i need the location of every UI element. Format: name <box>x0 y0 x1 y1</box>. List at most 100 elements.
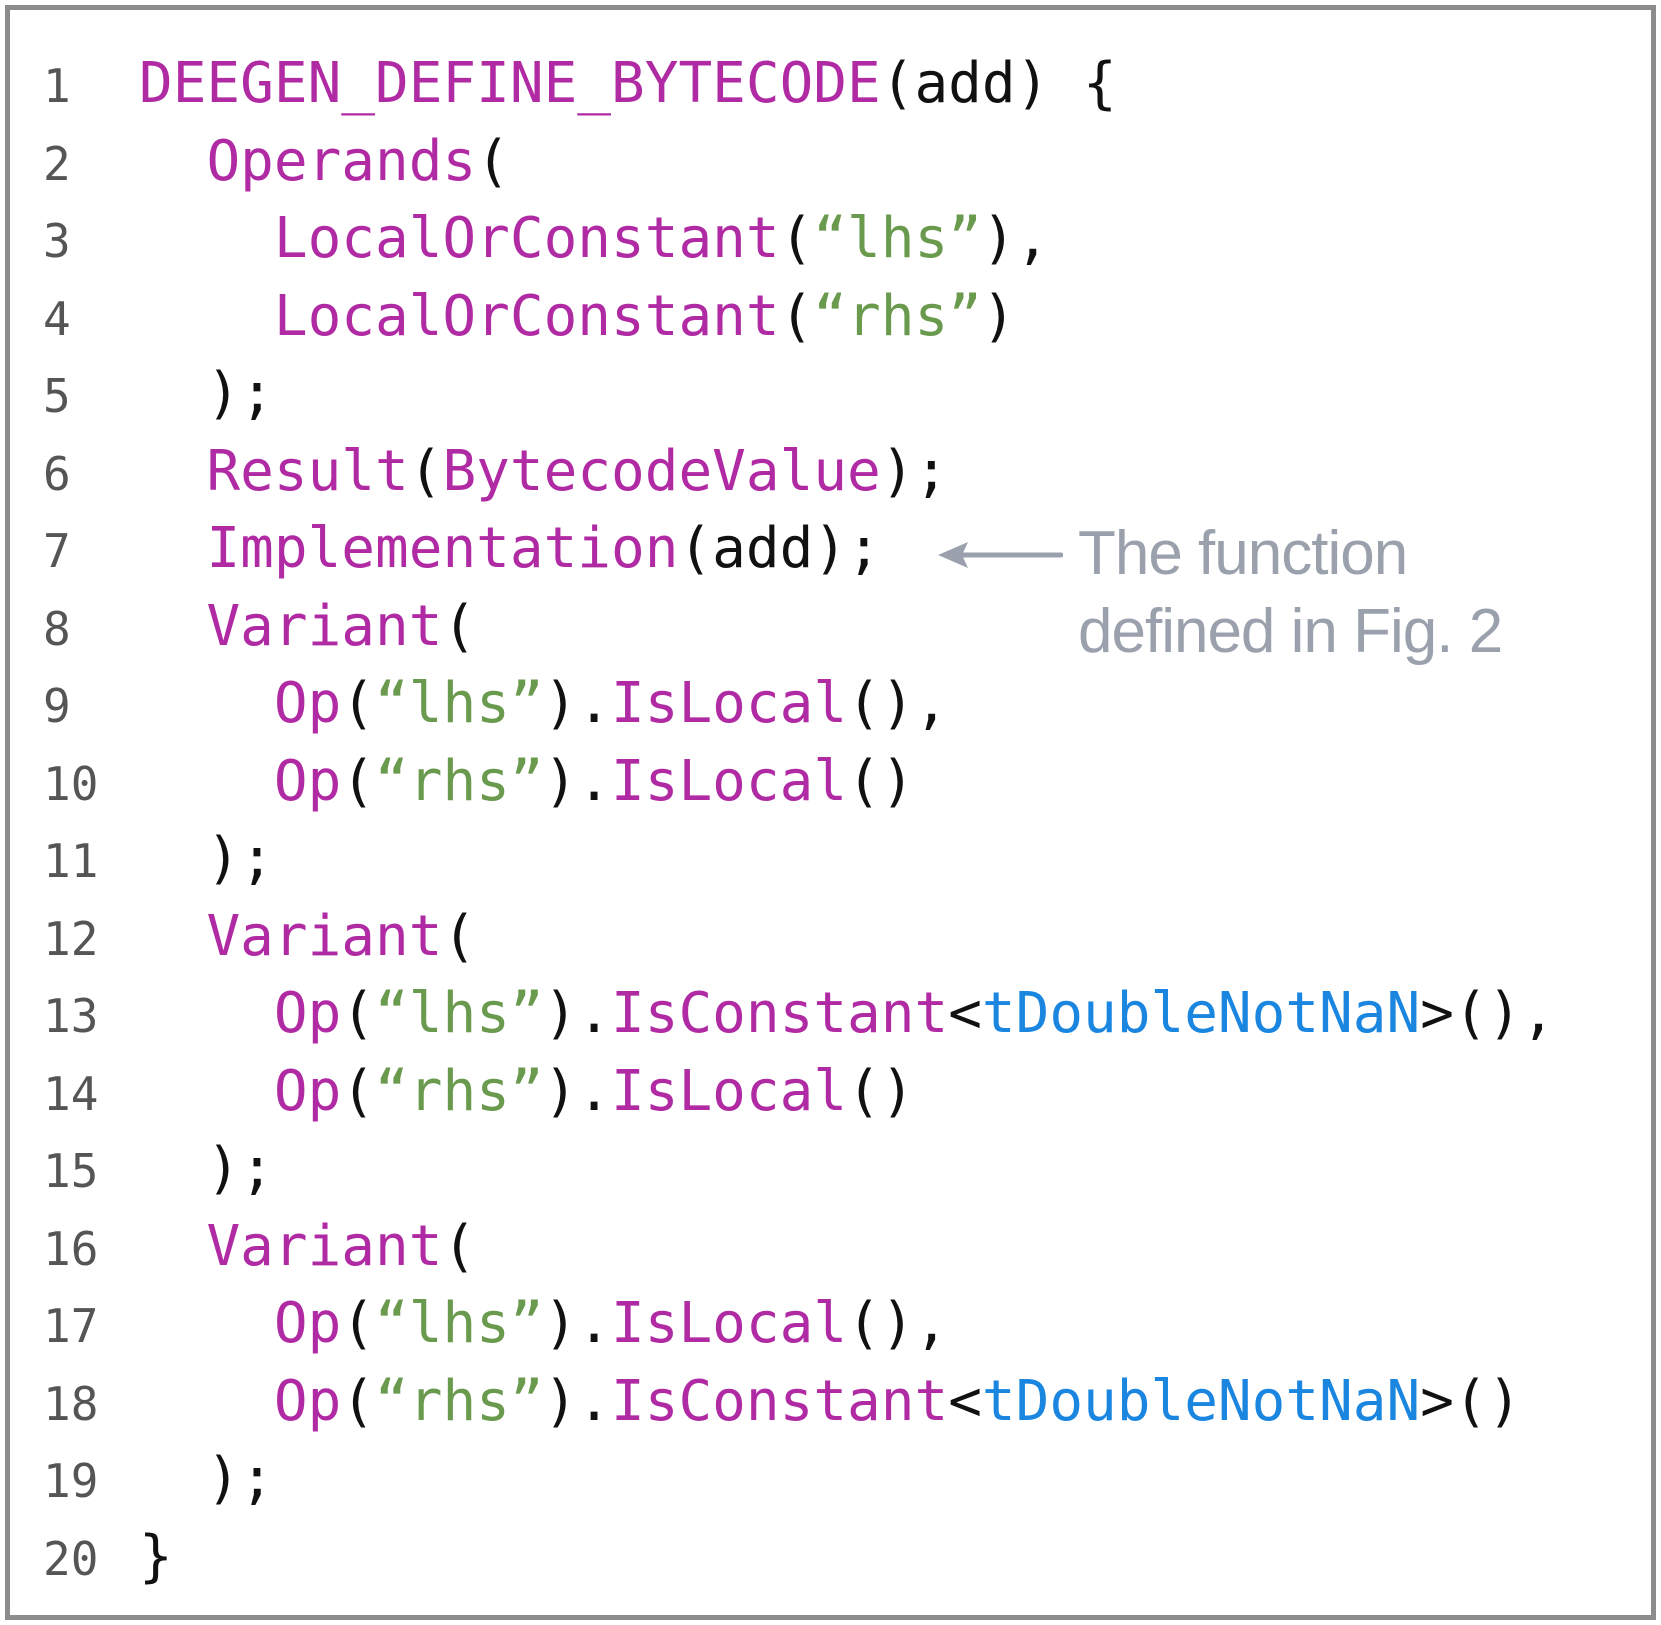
code-line: 6 Result(BytecodeValue); <box>43 433 1555 511</box>
code-token-plain: >() <box>1420 1368 1522 1434</box>
code-token-str: “rhs” <box>813 283 982 349</box>
left-arrow-icon <box>938 542 1063 568</box>
code-token-str: “lhs” <box>375 981 544 1046</box>
line-number: 13 <box>43 989 99 1043</box>
code-token-plain: ( <box>341 748 376 814</box>
code-token-plain <box>139 516 206 581</box>
line-number: 12 <box>43 911 99 966</box>
code-token-plain: ( <box>341 1058 376 1124</box>
code-token-kw: Operands <box>206 128 477 194</box>
code-token-kw: DEEGEN_DEFINE_BYTECODE <box>139 51 881 116</box>
annotation-note: The function defined in Fig. 2 <box>1078 515 1618 671</box>
line-number: 4 <box>43 291 71 346</box>
line-number: 17 <box>43 1299 99 1353</box>
line-number: 14 <box>43 1066 99 1121</box>
line-number: 9 <box>43 679 71 733</box>
code-line: 14 Op(“rhs”).IsLocal() <box>43 1053 1555 1131</box>
code-token-kw: BytecodeValue <box>442 438 881 504</box>
code-token-plain: ( <box>341 981 376 1046</box>
line-number: 3 <box>43 214 71 268</box>
line-number: 10 <box>43 756 99 811</box>
code-line: 9 Op(“lhs”).IsLocal(), <box>43 665 1555 743</box>
code-line: 2 Operands( <box>43 123 1555 201</box>
code-token-plain <box>139 129 206 194</box>
code-token-plain <box>139 904 206 969</box>
code-token-plain: () <box>847 1058 915 1124</box>
code-token-plain <box>139 439 206 504</box>
code-token-kw: Op <box>273 981 342 1046</box>
code-token-plain: ( <box>442 593 477 659</box>
code-token-str: “rhs” <box>375 1368 544 1434</box>
code-line: 4 LocalOrConstant(“rhs”) <box>43 278 1555 356</box>
code-token-kw: Implementation <box>206 516 679 581</box>
code-token-plain: ); <box>139 826 274 891</box>
code-token-str: “lhs” <box>813 206 982 271</box>
line-number: 11 <box>43 834 99 888</box>
code-token-plain <box>139 1214 206 1279</box>
code-token-plain: ( <box>442 903 477 969</box>
code-token-plain <box>139 671 274 736</box>
code-token-plain: ). <box>543 981 612 1046</box>
code-token-str: “rhs” <box>375 748 544 814</box>
code-token-kw: LocalOrConstant <box>273 206 780 271</box>
code-token-kw: IsConstant <box>611 981 949 1046</box>
line-number: 16 <box>43 1221 99 1276</box>
code-token-kw: IsLocal <box>611 671 848 736</box>
annotation-line-1: The function <box>1078 519 1408 588</box>
code-token-type: tDoubleNotNaN <box>981 1368 1421 1434</box>
code-token-plain <box>139 1369 274 1434</box>
code-token-plain <box>139 981 274 1046</box>
code-line: 5 ); <box>43 355 1555 433</box>
code-token-plain: ). <box>543 671 612 736</box>
line-number: 15 <box>43 1144 99 1198</box>
code-token-kw: IsLocal <box>611 1058 848 1124</box>
code-line: 12 Variant( <box>43 898 1555 976</box>
line-number: 20 <box>43 1531 99 1586</box>
code-token-plain: (add); <box>678 516 881 581</box>
code-token-plain: ). <box>543 1058 612 1124</box>
code-token-plain: ); <box>880 438 949 504</box>
code-line: 17 Op(“lhs”).IsLocal(), <box>43 1285 1555 1363</box>
code-token-plain: (), <box>847 671 949 736</box>
code-line: 7 Implementation(add); <box>43 510 1555 588</box>
code-token-kw: Op <box>273 748 342 814</box>
code-line: 15 ); <box>43 1130 1555 1208</box>
code-token-kw: Variant <box>206 1213 443 1279</box>
code-token-kw: Op <box>273 1058 342 1124</box>
code-token-plain: < <box>948 981 982 1046</box>
code-token-plain <box>139 206 274 271</box>
code-token-kw: Result <box>206 438 409 504</box>
line-number: 2 <box>43 136 71 191</box>
code-line: 8 Variant( <box>43 588 1555 666</box>
code-token-plain: ) <box>981 283 1016 349</box>
code-token-kw: LocalOrConstant <box>273 283 780 349</box>
code-token-plain: ( <box>779 206 814 271</box>
code-line: 3 LocalOrConstant(“lhs”), <box>43 200 1555 278</box>
code-token-plain: ( <box>442 1213 477 1279</box>
code-token-kw: Op <box>273 1291 342 1356</box>
code-token-plain: ); <box>139 361 274 426</box>
line-number: 6 <box>43 446 71 501</box>
code-token-plain <box>139 749 274 814</box>
code-token-plain <box>139 594 206 659</box>
code-token-plain: ). <box>543 1368 612 1434</box>
line-number: 5 <box>43 369 71 423</box>
code-token-plain <box>139 1291 274 1356</box>
code-token-plain: (add) { <box>880 51 1117 116</box>
code-line: 13 Op(“lhs”).IsConstant<tDoubleNotNaN>()… <box>43 975 1555 1053</box>
code-token-type: tDoubleNotNaN <box>981 981 1421 1046</box>
line-number: 18 <box>43 1376 99 1431</box>
code-token-plain: ( <box>779 283 814 349</box>
code-token-plain <box>139 284 274 349</box>
code-line: 16 Variant( <box>43 1208 1555 1286</box>
code-token-str: “lhs” <box>375 1291 544 1356</box>
code-token-kw: IsLocal <box>611 1291 848 1356</box>
annotation-line-2: defined in Fig. 2 <box>1078 597 1503 666</box>
code-token-plain: >(), <box>1420 981 1556 1046</box>
code-token-plain: ( <box>341 671 376 736</box>
code-token-kw: Op <box>273 1368 342 1434</box>
code-token-plain <box>139 1059 274 1124</box>
